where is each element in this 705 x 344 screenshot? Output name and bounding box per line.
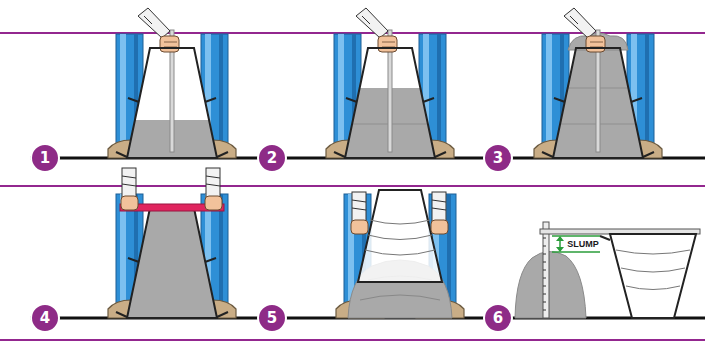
callout-circle [258,304,286,332]
callout-circle [258,144,286,172]
cone-contour [621,268,685,272]
callout-circle [31,304,59,332]
callout-circles [31,144,512,332]
frame-line [0,339,705,341]
step-six-scene [515,222,700,318]
rule-ticks [543,230,546,310]
step-five-scene [336,190,464,318]
callout-circle [484,304,512,332]
measurement-label: SLUMP [565,239,601,250]
worker-arm [431,192,448,234]
cone-contour [365,220,435,255]
concrete-fill [127,208,217,318]
callout-number: 3 [493,151,503,166]
step-four-scene [108,168,236,318]
callout-number: 6 [493,311,503,326]
slump-cone [334,48,446,158]
inverted-cone [610,234,696,318]
frame-line [0,185,705,187]
step-two-scene [326,8,454,158]
worker-arm [351,192,368,234]
worker-arm [205,168,222,210]
slump-arrowheads [556,236,564,252]
callout-circle [484,144,512,172]
callout-number: 5 [267,311,277,326]
callout-number: 2 [267,151,277,166]
slump-cone [116,208,228,318]
step-one-scene [108,8,236,158]
slump-marker [552,251,600,253]
measuring-rule [543,222,549,318]
concrete-contour [360,295,440,300]
slump-cone [542,48,654,158]
worker-arm [121,168,138,210]
step-three-scene [534,8,662,158]
worker-legs [108,194,236,318]
cone-contour [626,286,680,290]
cone-handle [600,236,610,240]
slumped-concrete [515,251,586,318]
callout-number: 1 [40,151,50,166]
cone-contour [616,250,690,254]
callout-number: 4 [40,311,50,326]
slump-marker [552,235,600,237]
callout-circle [31,144,59,172]
slump-cone [116,48,228,158]
lifted-cone [358,190,442,282]
